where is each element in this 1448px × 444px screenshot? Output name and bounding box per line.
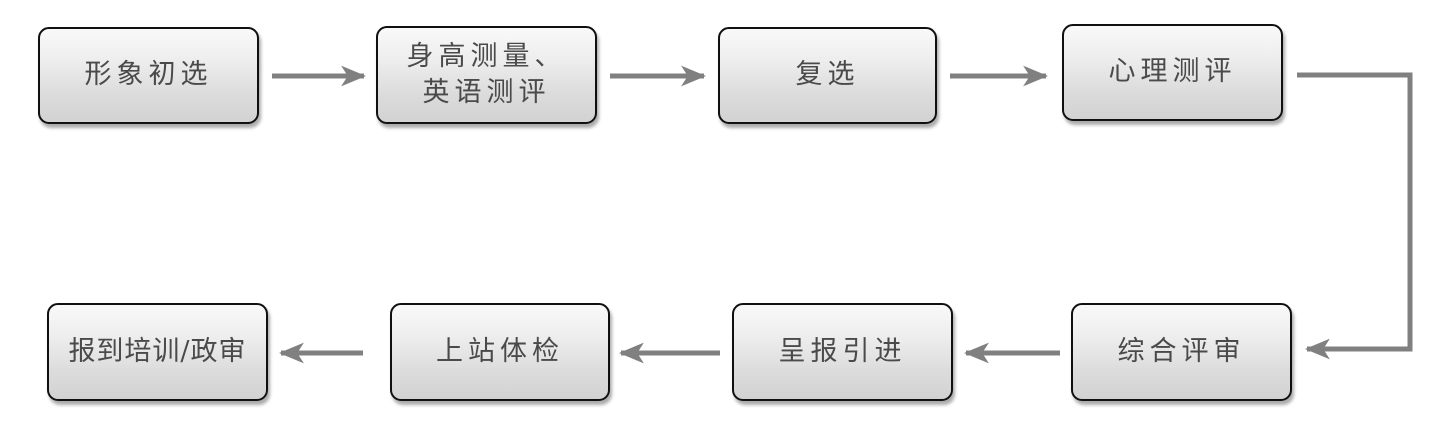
flow-node-station-physical-exam: 上站体检 xyxy=(390,303,610,401)
flow-node-image-initial-selection: 形象初选 xyxy=(38,27,259,124)
flow-node-height-english-test: 身高测量、 英语测评 xyxy=(376,26,597,124)
flow-node-reselection: 复选 xyxy=(718,27,937,124)
flow-node-comprehensive-review: 综合评审 xyxy=(1071,303,1292,401)
flow-node-report-training-political-review: 报到培训/政审 xyxy=(47,303,268,401)
flow-node-psychological-evaluation: 心理测评 xyxy=(1062,24,1283,121)
flow-node-report-introduction: 呈报引进 xyxy=(732,303,953,401)
arrow-n3-n4-elbow xyxy=(1297,72,1413,360)
